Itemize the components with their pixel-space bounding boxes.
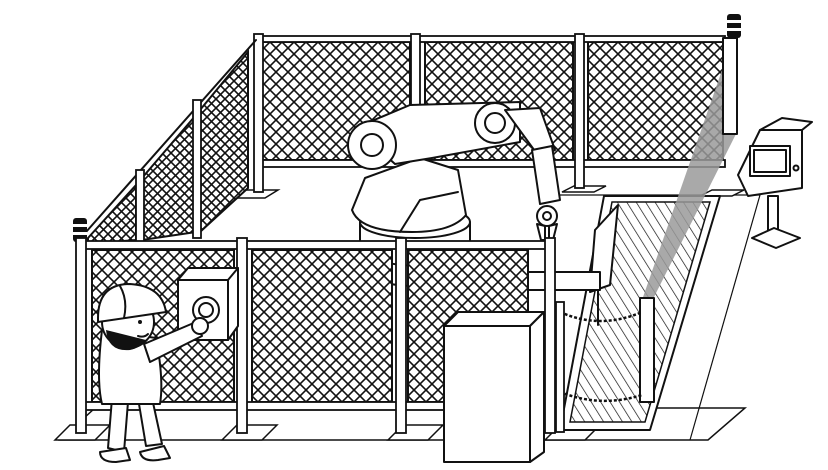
light-curtain [639,37,738,403]
signal-tower-icon [73,218,87,242]
safety-chain [555,301,643,433]
safety-fence-left [85,39,257,247]
robot-controller-cabinet-icon [443,311,545,463]
signal-tower-icon [727,14,741,38]
worker-hardhat-icon [97,283,209,463]
teach-pendant-stand-icon [737,117,813,249]
industrial-robot [347,101,561,287]
